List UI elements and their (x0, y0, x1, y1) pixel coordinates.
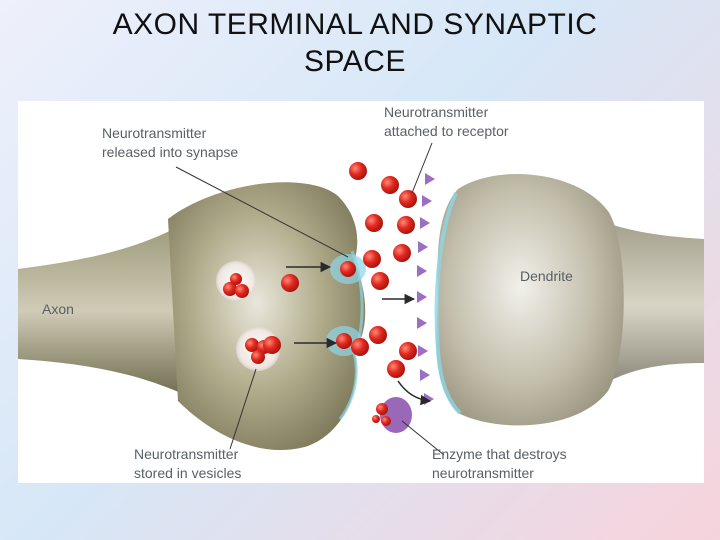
receptor (417, 317, 427, 329)
neurotransmitter-molecule (230, 273, 242, 285)
neurotransmitter-molecule (245, 338, 259, 352)
label-attached-line1: Neurotransmitter (384, 103, 509, 122)
neurotransmitter-molecule (351, 338, 369, 356)
label-released-line1: Neurotransmitter (102, 124, 238, 143)
receptor (420, 369, 430, 381)
label-attached-to-receptor: Neurotransmitter attached to receptor (384, 103, 509, 141)
label-stored-in-vesicles: Neurotransmitter stored in vesicles (134, 445, 241, 483)
neurotransmitter-molecule (263, 336, 281, 354)
neurotransmitter-molecule (381, 176, 399, 194)
label-dendrite-text: Dendrite (520, 267, 573, 286)
receptor (425, 173, 441, 185)
label-enzyme: Enzyme that destroys neurotransmitter (432, 445, 567, 483)
label-stored-line2: stored in vesicles (134, 464, 241, 483)
receptor (417, 265, 427, 277)
receptor (418, 345, 428, 357)
neurotransmitter-molecule (369, 326, 387, 344)
neurotransmitter-molecule (393, 244, 411, 262)
label-stored-line1: Neurotransmitter (134, 445, 241, 464)
neurotransmitter-molecule (235, 284, 249, 298)
slide-title-line1: AXON TERMINAL AND SYNAPTIC (60, 6, 650, 43)
neurotransmitter-molecule (251, 350, 265, 364)
neurotransmitter-molecule (399, 190, 417, 208)
leader-line-attached (412, 143, 432, 193)
slide-title: AXON TERMINAL AND SYNAPTIC SPACE (60, 6, 650, 80)
neurotransmitter-molecule (363, 250, 381, 268)
receptor (420, 217, 430, 229)
neurotransmitter-molecule (371, 272, 389, 290)
label-axon-text: Axon (42, 300, 74, 319)
neurotransmitter-molecule (281, 274, 299, 292)
dendrite-body (436, 174, 623, 425)
label-dendrite: Dendrite (520, 267, 573, 286)
label-axon: Axon (42, 300, 74, 319)
neurotransmitter-molecule (399, 342, 417, 360)
neurotransmitter-molecule (365, 214, 383, 232)
slide-title-line2: SPACE (60, 43, 650, 80)
axon-terminal (168, 182, 365, 450)
label-released-into-synapse: Neurotransmitter released into synapse (102, 124, 238, 162)
receptor (418, 241, 428, 253)
label-enzyme-line2: neurotransmitter (432, 464, 567, 483)
receptor (417, 291, 427, 303)
neurotransmitter-molecule (340, 261, 356, 277)
label-enzyme-line1: Enzyme that destroys (432, 445, 567, 464)
receptor (422, 195, 432, 207)
neurotransmitter-molecule (397, 216, 415, 234)
label-released-line2: released into synapse (102, 143, 238, 162)
receptor (424, 393, 434, 405)
neurotransmitter-molecule (336, 333, 352, 349)
enzyme (372, 397, 412, 433)
neurotransmitter-molecule (387, 360, 405, 378)
synapse-diagram: Neurotransmitter released into synapse N… (18, 101, 704, 483)
neurotransmitter-molecule (349, 162, 367, 180)
label-attached-line2: attached to receptor (384, 122, 509, 141)
